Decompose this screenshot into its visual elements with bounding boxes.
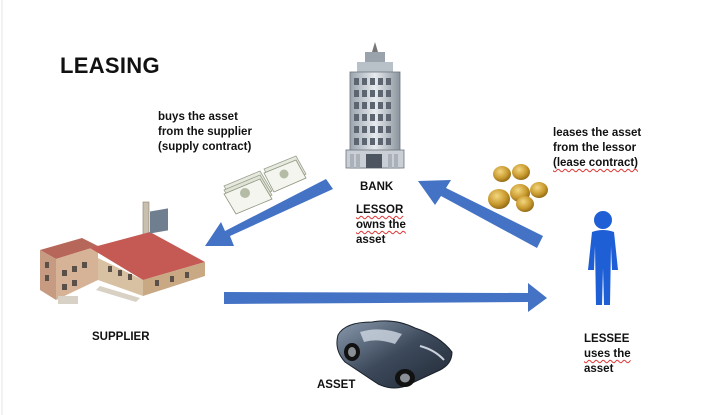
supply-note-line-3: (supply contract) bbox=[158, 141, 252, 153]
supply-note-line-2: from the supplier bbox=[158, 126, 252, 138]
lessor-line-2: owns the bbox=[356, 219, 406, 231]
supply-note-line-1: buys the asset bbox=[158, 111, 238, 123]
banknotes-icon bbox=[223, 155, 307, 215]
arrow-supplier-to-lessee bbox=[224, 283, 547, 312]
car-icon bbox=[336, 320, 453, 389]
factory-icon bbox=[40, 201, 205, 304]
asset-label: ASSET bbox=[317, 379, 356, 391]
supplier-label: SUPPLIER bbox=[92, 331, 150, 343]
bank-label: BANK bbox=[360, 181, 394, 193]
bank-building-icon bbox=[345, 42, 405, 169]
page-title: LEASING bbox=[60, 53, 160, 78]
lease-note-line-2: from the lessor bbox=[553, 142, 637, 154]
lessor-label: LESSOR owns the asset bbox=[356, 203, 406, 248]
coins-icon bbox=[488, 164, 548, 212]
lessee-label: LESSEE uses the asset bbox=[584, 332, 631, 377]
lessee-line-1: LESSEE bbox=[584, 333, 630, 345]
lessee-line-2: uses the bbox=[584, 348, 631, 360]
arrow-bank-to-supplier bbox=[205, 179, 333, 246]
person-icon bbox=[588, 211, 618, 305]
lessor-line-3: asset bbox=[356, 234, 386, 246]
supply-contract-note: buys the asset from the supplier (supply… bbox=[158, 110, 252, 155]
lease-note-line-1: leases the asset bbox=[553, 127, 642, 139]
lessor-line-1: LESSOR bbox=[356, 204, 404, 216]
lease-contract-note: leases the asset from the lessor (lease … bbox=[553, 126, 641, 171]
arrow-lessee-to-bank bbox=[418, 180, 543, 248]
lessee-line-3: asset bbox=[584, 363, 614, 375]
lease-note-line-3: (lease contract) bbox=[553, 157, 639, 169]
